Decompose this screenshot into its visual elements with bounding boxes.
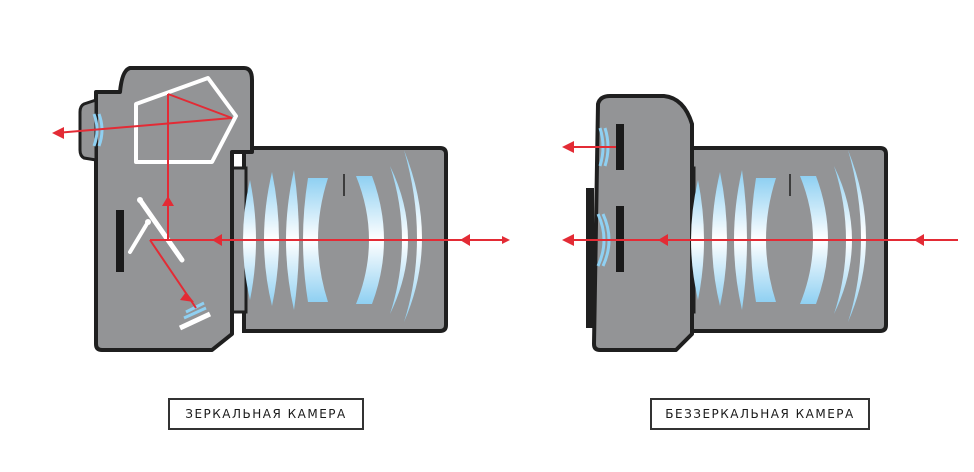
mirrorless-evf-display	[616, 124, 624, 170]
dslr-camera	[52, 66, 510, 352]
mirrorless-body	[592, 94, 694, 352]
mirrorless-ray-arrows	[562, 141, 924, 246]
mirrorless-light-path	[566, 146, 958, 241]
dslr-main-mirror	[137, 197, 185, 263]
dslr-body	[94, 66, 254, 352]
dslr-sensor	[116, 210, 124, 272]
dslr-submirror-hinge	[145, 219, 151, 225]
mirrorless-caption: БЕЗЗЕРКАЛЬНАЯ КАМЕРА	[650, 398, 870, 430]
dslr-secondary-mirror	[128, 220, 150, 254]
dslr-pentaprism	[134, 76, 238, 164]
dslr-light-path	[55, 93, 510, 309]
mirrorless-rear-screen	[586, 188, 594, 328]
dslr-mirror-hinge	[137, 197, 143, 203]
dslr-ray-arrows	[52, 127, 470, 302]
mirrorless-camera	[562, 94, 958, 352]
dslr-caption: ЗЕРКАЛЬНАЯ КАМЕРА	[168, 398, 364, 430]
